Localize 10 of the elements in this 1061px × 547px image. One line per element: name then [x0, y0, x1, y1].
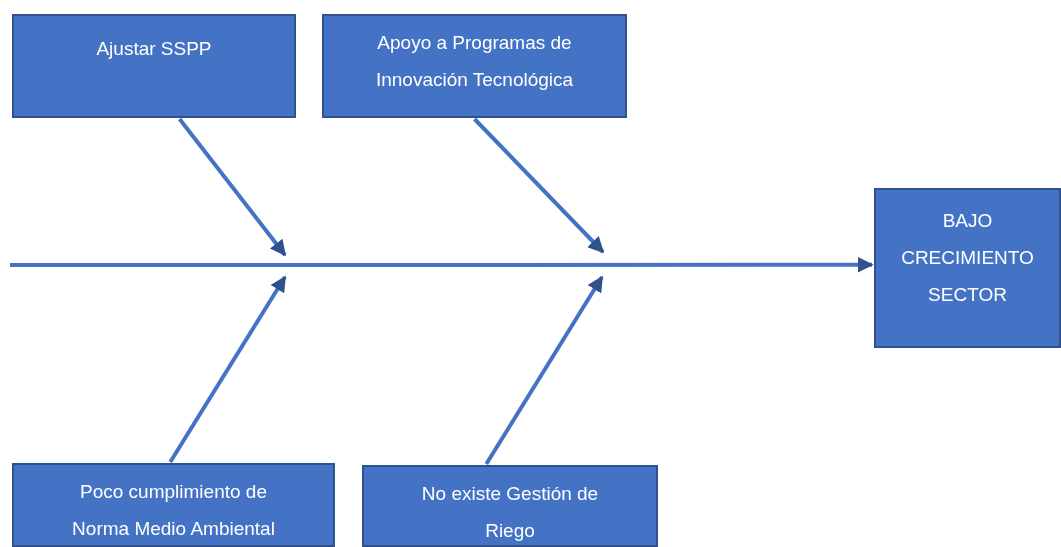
- cause-box: Apoyo a Programas de Innovación Tecnológica: [322, 14, 627, 118]
- cause-box: No existe Gestión de Riego: [362, 465, 658, 547]
- spine-arrow: [10, 256, 874, 273]
- branch-arrow: [168, 275, 287, 464]
- cause-box: Ajustar SSPP: [12, 14, 296, 118]
- effect-box: BAJO CRECIMIENTO SECTOR: [874, 188, 1061, 348]
- cause-box: Poco cumplimiento de Norma Medio Ambiental: [12, 463, 335, 547]
- branch-arrow: [473, 117, 605, 254]
- branch-arrow: [178, 117, 287, 257]
- branch-arrow: [484, 275, 604, 466]
